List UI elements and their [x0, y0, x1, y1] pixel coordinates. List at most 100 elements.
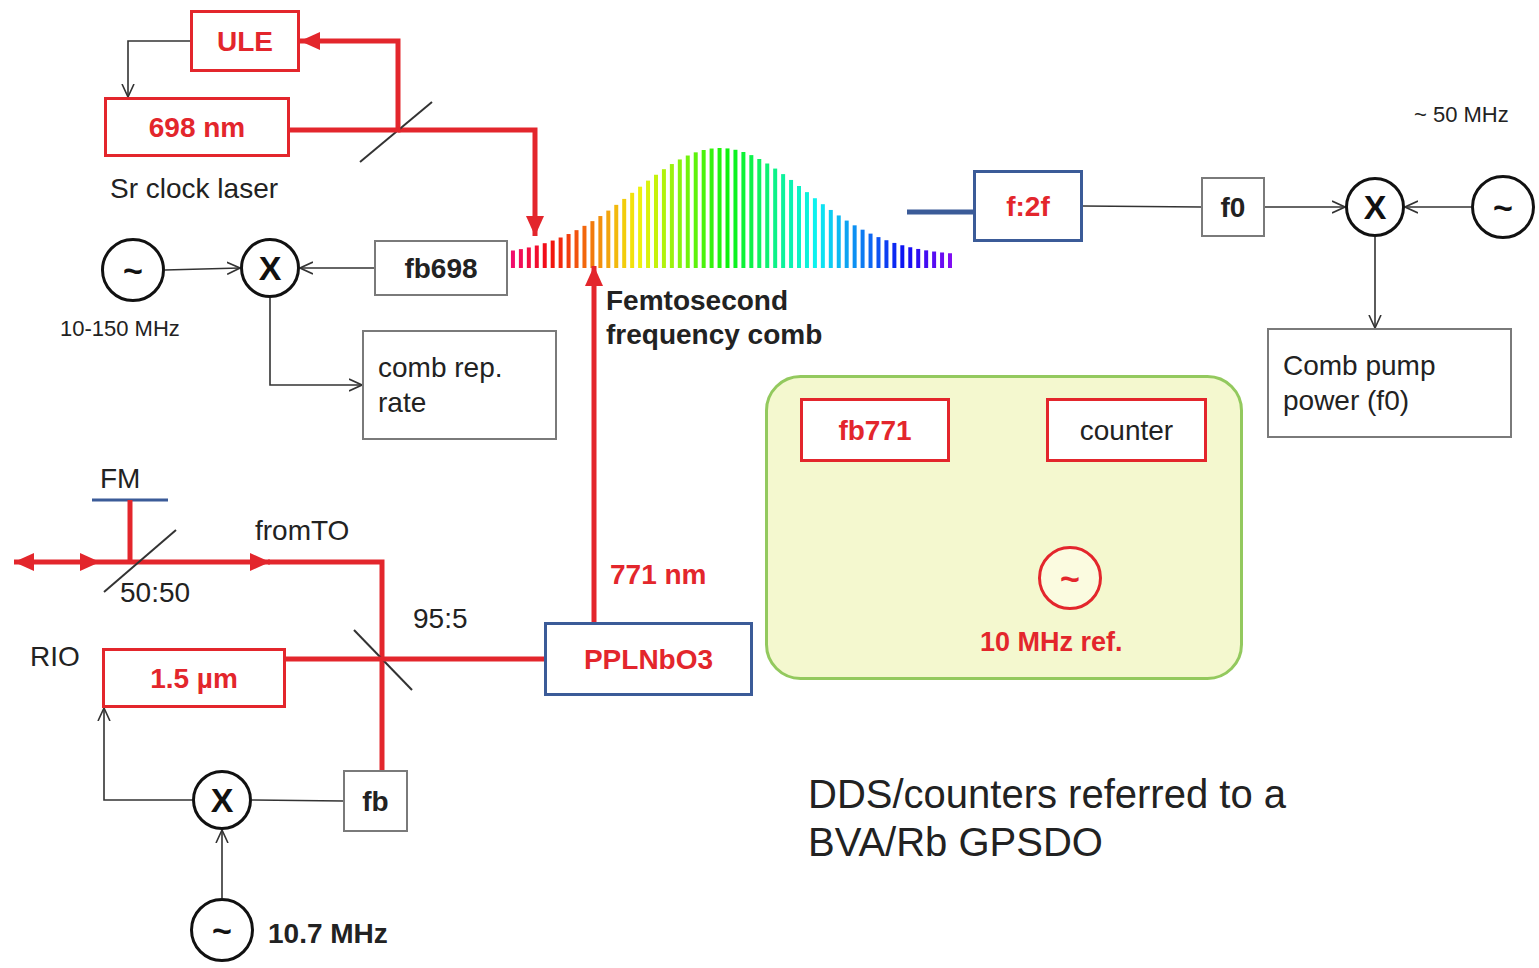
- node-label: X: [259, 247, 282, 290]
- comb-tooth: [781, 174, 785, 268]
- comb-tooth: [670, 164, 674, 268]
- comb-tooth: [900, 245, 904, 268]
- comb-output: [907, 210, 973, 215]
- laser-beam: [592, 266, 597, 622]
- comb-tooth: [741, 152, 745, 268]
- frequency-comb-spectrum: [505, 148, 950, 268]
- node-label: ~: [1493, 186, 1513, 229]
- process-box: f:2f: [973, 170, 1083, 242]
- process-box: comb rep. rate: [362, 330, 557, 440]
- node-label: ULE: [217, 24, 273, 59]
- node-label: counter: [1080, 413, 1173, 448]
- comb-tooth: [940, 252, 944, 268]
- comb-tooth: [821, 204, 825, 268]
- comb-tooth: [638, 187, 642, 268]
- comb-tooth: [869, 234, 873, 268]
- outline: [192, 900, 253, 961]
- comb-tooth: [551, 241, 555, 268]
- mixer-circle: X: [192, 770, 252, 830]
- comb-tooth: [932, 252, 936, 268]
- node-label: fb: [362, 784, 388, 819]
- comb-tooth: [646, 181, 650, 268]
- process-box: Comb pump power (f0): [1267, 328, 1512, 438]
- text-label: DDS/counters referred to a BVA/Rb GPSDO: [808, 770, 1428, 866]
- process-box: fb: [343, 770, 408, 832]
- comb-tooth: [797, 186, 801, 268]
- connector: [1374, 237, 1376, 328]
- process-box: fb771: [800, 398, 950, 462]
- comb-tooth: [686, 156, 690, 268]
- connector: [104, 708, 192, 800]
- outline: [1347, 179, 1404, 236]
- text-label: 10.7 MHz: [268, 917, 388, 951]
- comb-tooth: [710, 149, 714, 268]
- node-label: 698 nm: [149, 110, 246, 145]
- comb-tooth: [614, 205, 618, 268]
- process-box: counter: [1046, 398, 1207, 462]
- comb-tooth: [678, 159, 682, 268]
- comb-tooth: [853, 225, 857, 268]
- comb-tooth: [892, 243, 896, 268]
- text-label: Sr clock laser: [110, 172, 278, 206]
- oscillator-circle: ~: [1471, 175, 1535, 239]
- process-box: 1.5 µm: [102, 648, 286, 708]
- comb-tooth: [702, 150, 706, 268]
- connector: [1405, 206, 1471, 208]
- text-label: 10 MHz ref.: [980, 626, 1123, 658]
- oscillator-circle: ~: [190, 898, 254, 962]
- comb-tooth: [535, 246, 539, 268]
- outline: [1473, 177, 1534, 238]
- connector: [165, 268, 240, 270]
- text-label: 50:50: [120, 576, 190, 610]
- text-label: RIO: [30, 640, 80, 674]
- comb-tooth: [861, 230, 865, 268]
- comb-tooth: [805, 192, 809, 268]
- text-label: Femtosecond frequency comb: [606, 284, 876, 351]
- connector: [286, 657, 544, 662]
- laser-beam: [14, 560, 100, 565]
- comb-tooth: [908, 247, 912, 268]
- node-label: X: [1364, 186, 1387, 229]
- text-label: fromTO: [255, 514, 349, 548]
- outline: [1040, 548, 1101, 609]
- connector: [221, 830, 223, 898]
- outline: [194, 772, 251, 829]
- node-label: PPLNbO3: [584, 642, 713, 677]
- comb-tooth: [527, 247, 531, 268]
- text-label: 771 nm: [610, 558, 707, 592]
- oscillator-circle: ~: [1038, 546, 1102, 610]
- laser-beam: [100, 560, 270, 565]
- node-label: Comb pump power (f0): [1283, 348, 1483, 418]
- node-label: X: [211, 779, 234, 822]
- comb-tooth: [829, 210, 833, 268]
- comb-tooth: [598, 216, 602, 268]
- node-label: f0: [1221, 190, 1246, 225]
- text-label: 95:5: [413, 602, 468, 636]
- mixer-circle: X: [240, 238, 300, 298]
- node-label: comb rep. rate: [378, 350, 518, 420]
- comb-tooth: [884, 240, 888, 268]
- comb-tooth: [630, 193, 634, 268]
- comb-tooth: [575, 230, 579, 268]
- comb-tooth: [765, 163, 769, 268]
- comb-tooth: [813, 198, 817, 268]
- connector: [1265, 206, 1345, 208]
- laser-beam: [128, 500, 133, 560]
- comb-tooth: [845, 221, 849, 268]
- node-label: fb771: [838, 413, 911, 448]
- outline: [103, 240, 164, 301]
- node-label: ~: [212, 909, 232, 952]
- connector: [270, 298, 362, 385]
- comb-tooth: [757, 159, 761, 268]
- comb-tooth: [837, 215, 841, 268]
- comb-tooth: [718, 148, 722, 268]
- connector: [252, 800, 343, 801]
- comb-tooth: [876, 237, 880, 268]
- text-label: ~ 50 MHz: [1414, 102, 1509, 128]
- comb-tooth: [662, 169, 666, 268]
- comb-tooth: [543, 243, 547, 268]
- comb-tooth: [924, 250, 928, 268]
- text-label: FM: [100, 462, 140, 496]
- comb-tooth: [590, 221, 594, 268]
